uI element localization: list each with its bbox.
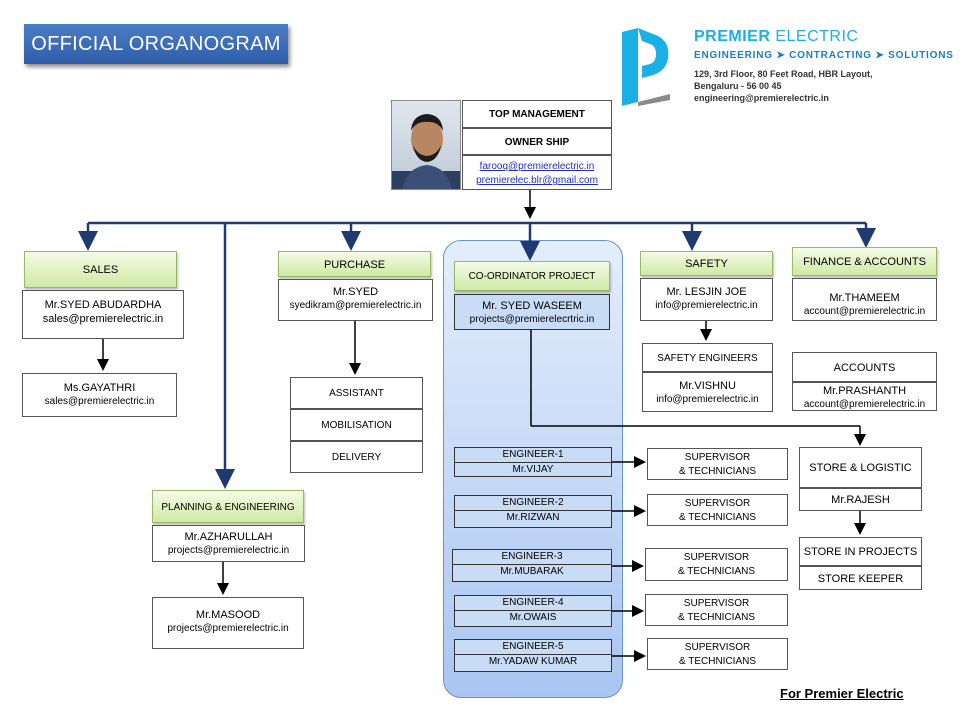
purchase-item: DELIVERY [290, 441, 423, 473]
coordinator-head-box: Mr. SYED WASEEM projects@premierelecrtri… [454, 294, 610, 330]
supervisor-box: SUPERVISOR& TECHNICIANS [647, 494, 788, 526]
safety-head-box: Mr. LESJIN JOE info@premierelectric.in [640, 278, 773, 321]
engineer-box: ENGINEER-5 Mr.YADAW KUMAR [454, 639, 612, 672]
sales-head-box: Mr.SYED ABUDARDHA sales@premierelectric.… [22, 290, 184, 339]
planning-head-box: Mr.AZHARULLAH projects@premierelectric.i… [152, 525, 305, 562]
accounts-sub-box: Mr.PRASHANTH account@premierelectric.in [792, 382, 937, 411]
engineer-box: ENGINEER-1 Mr.VIJAY [454, 447, 612, 477]
purchase-item: ASSISTANT [290, 377, 423, 409]
engineer-box: ENGINEER-3 Mr.MUBARAK [452, 549, 612, 582]
store-logistic-label: STORE & LOGISTIC [799, 447, 922, 488]
store-keeper-label: STORE KEEPER [799, 566, 922, 590]
safety-engineers-label: SAFETY ENGINEERS [642, 343, 773, 372]
premier-logo-icon [622, 28, 670, 106]
brand-tagline: ENGINEERING ➤ CONTRACTING ➤ SOLUTIONS [694, 50, 954, 61]
top-emails: farooq@premierelectric.in premierelec.bl… [462, 155, 612, 190]
brand-address: 129, 3rd Floor, 80 Feet Road, HBR Layout… [694, 69, 873, 103]
store-logistic-name: Mr.RAJESH [799, 488, 922, 511]
sales-header: SALES [24, 251, 177, 288]
owner-photo [391, 100, 461, 190]
supervisor-box: SUPERVISOR& TECHNICIANS [647, 638, 788, 670]
purchase-head-box: Mr.SYED syedikram@premierelectric.in [278, 279, 433, 321]
store-projects-label: STORE IN PROJECTS [799, 537, 922, 566]
ownership-label: OWNER SHIP [462, 128, 612, 155]
finance-head-box: Mr.THAMEEM account@premierelectric.in [792, 278, 937, 321]
planning-header: PLANNING & ENGINEERING [152, 490, 304, 523]
coordinator-header: CO-ORDINATOR PROJECT [454, 261, 610, 291]
office-email-link[interactable]: premierelec.blr@gmail.com [476, 175, 598, 186]
safety-sub-box: Mr.VISHNU info@premierelectric.in [642, 372, 773, 412]
person-icon [392, 114, 460, 189]
supervisor-box: SUPERVISOR& TECHNICIANS [645, 594, 788, 626]
purchase-item: MOBILISATION [290, 409, 423, 441]
signature-text: For Premier Electric [780, 686, 904, 701]
supervisor-box: SUPERVISOR& TECHNICIANS [645, 548, 788, 581]
finance-header: FINANCE & ACCOUNTS [792, 247, 937, 276]
planning-sub-box: Mr.MASOOD projects@premierelectric.in [152, 597, 304, 649]
purchase-header: PURCHASE [278, 251, 431, 277]
safety-header: SAFETY [640, 251, 773, 276]
supervisor-box: SUPERVISOR& TECHNICIANS [647, 448, 788, 480]
top-management-label: TOP MANAGEMENT [462, 100, 612, 128]
owner-email-link[interactable]: farooq@premierelectric.in [479, 161, 595, 172]
brand-name: PREMIER ELECTRIC [694, 28, 859, 45]
accounts-label: ACCOUNTS [792, 352, 937, 382]
page-title: OFFICIAL ORGANOGRAM [24, 24, 288, 64]
engineer-box: ENGINEER-2 Mr.RIZWAN [454, 495, 612, 528]
engineer-box: ENGINEER-4 Mr.OWAIS [454, 595, 612, 627]
sales-sub-box: Ms.GAYATHRI sales@premierelectric.in [22, 373, 177, 417]
